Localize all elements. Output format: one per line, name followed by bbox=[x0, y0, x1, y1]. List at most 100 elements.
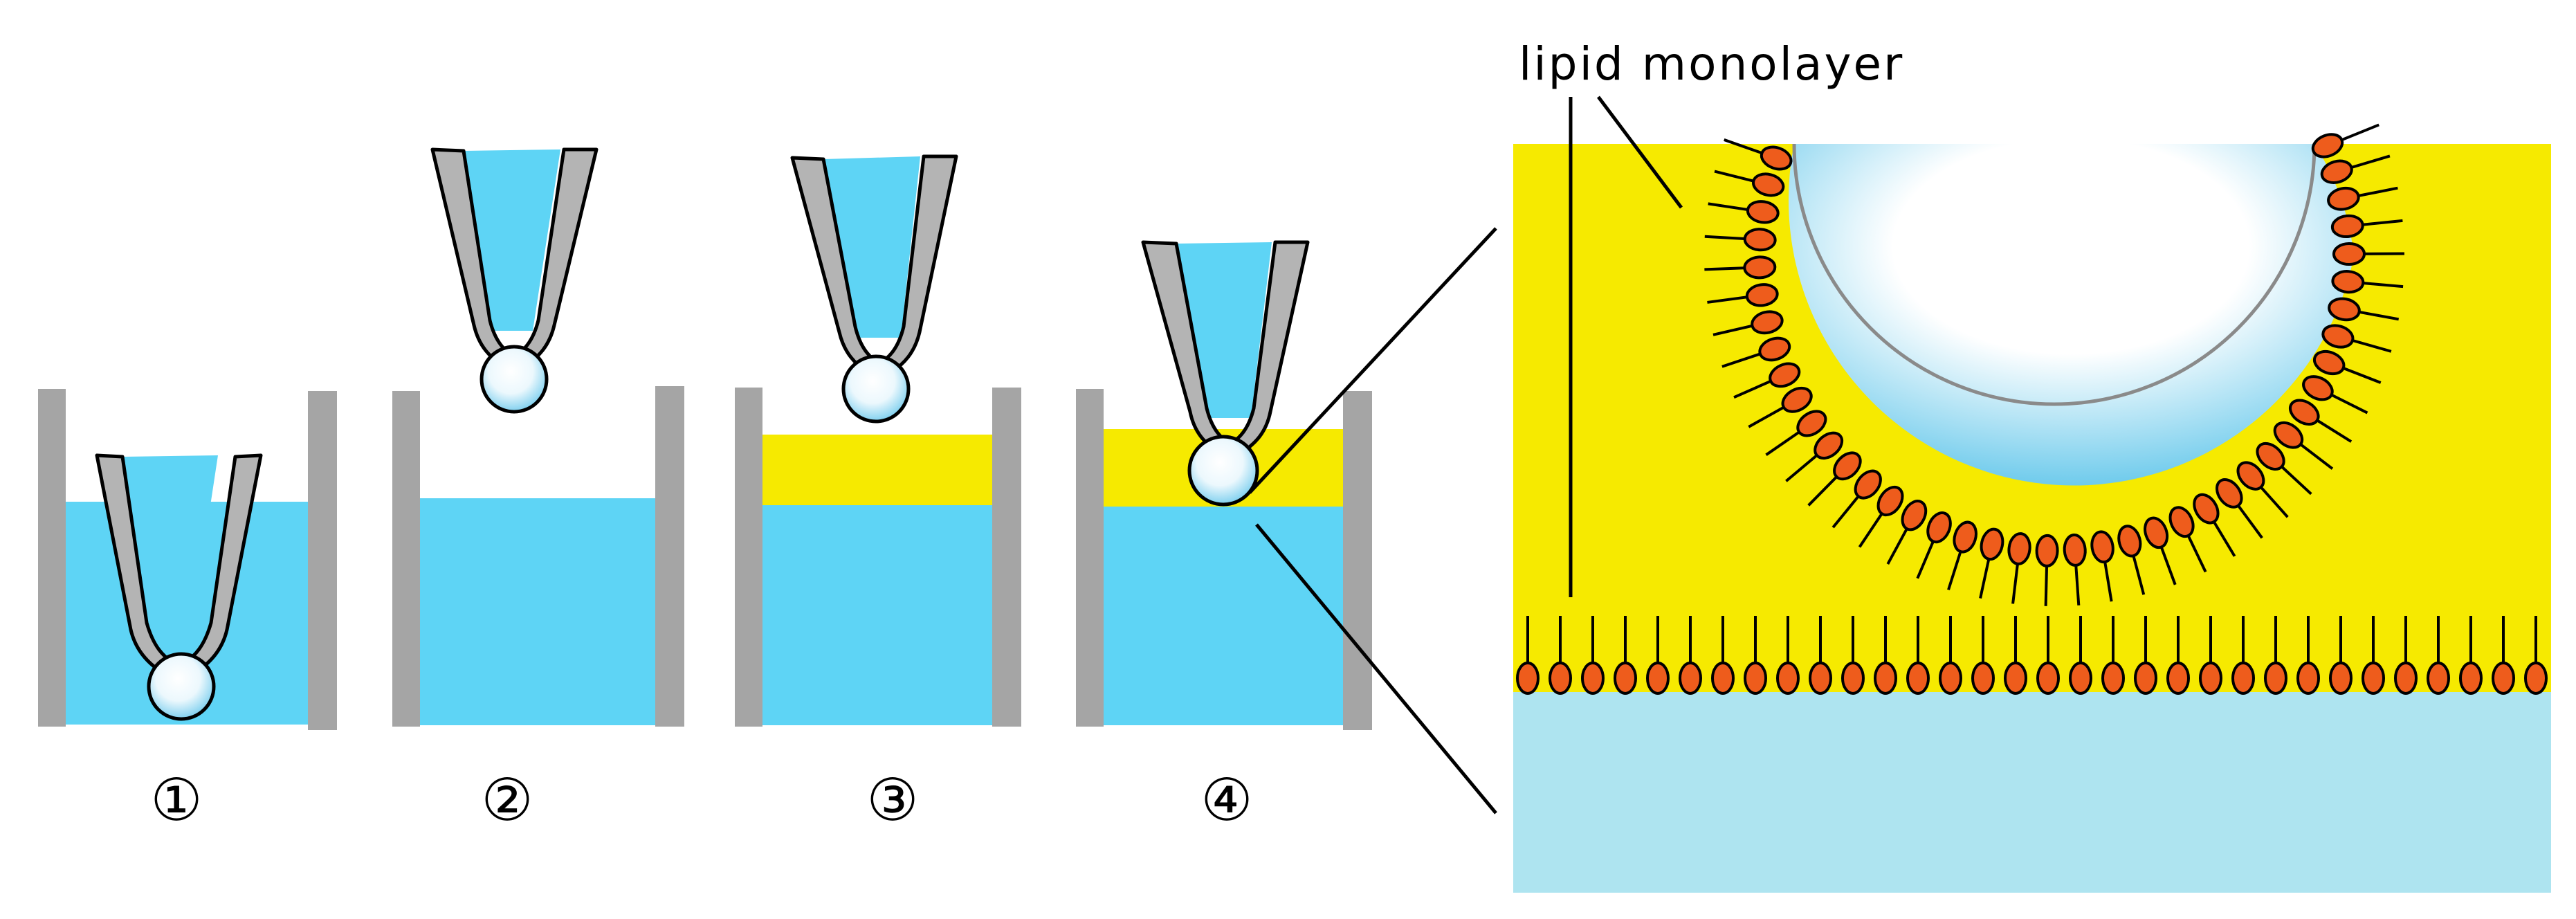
container-right-wall bbox=[655, 386, 684, 727]
lipid-molecule bbox=[1704, 228, 1777, 252]
zoom-line-upper bbox=[1248, 227, 1497, 494]
lipid-molecule bbox=[2256, 442, 2312, 495]
lipid-molecule bbox=[1549, 616, 1572, 695]
lipid-molecule bbox=[1733, 362, 1801, 399]
step-label-2: ② bbox=[481, 766, 533, 834]
lipid-molecule bbox=[2199, 616, 2222, 695]
lipid-molecule bbox=[2004, 616, 2027, 695]
lipid-molecule bbox=[1776, 616, 1800, 695]
lipid-molecule bbox=[1979, 527, 2004, 599]
lipid-molecule bbox=[2090, 530, 2114, 602]
lipid-molecule bbox=[2231, 616, 2255, 695]
lipid-molecule bbox=[2069, 616, 2092, 695]
lipid-molecule bbox=[1807, 451, 1862, 507]
lipid-molecule bbox=[2362, 616, 2385, 695]
lipid-molecule bbox=[2331, 270, 2404, 294]
lipid-molecule bbox=[2524, 616, 2548, 695]
lipid-molecule bbox=[1841, 616, 1865, 695]
pipette bbox=[430, 147, 599, 367]
lipid-molecule bbox=[1704, 255, 1777, 280]
lipid-molecule bbox=[2288, 399, 2353, 443]
lipid-molecule bbox=[2327, 186, 2398, 211]
label-leader-diagonal bbox=[1597, 95, 1683, 209]
droplet-lipid-monolayer bbox=[1704, 123, 2405, 606]
lipid-molecule bbox=[1679, 616, 1702, 695]
step-4-panel bbox=[1076, 240, 1372, 730]
pipette bbox=[95, 453, 263, 673]
zoom-panel bbox=[1513, 123, 2551, 893]
water-layer bbox=[420, 498, 655, 725]
lipid-molecule bbox=[1831, 469, 1882, 529]
lipid-molecule bbox=[1971, 616, 1995, 695]
lipid-molecule bbox=[2166, 616, 2190, 695]
droplet bbox=[147, 652, 216, 721]
step-1-panel bbox=[38, 389, 337, 730]
lipid-molecule bbox=[2332, 242, 2405, 266]
lipid-molecule bbox=[1708, 200, 1780, 224]
step-label-4: ④ bbox=[1200, 766, 1252, 834]
lipid-molecule bbox=[1886, 500, 1928, 565]
lipid-molecule bbox=[1646, 616, 1670, 695]
zoom-line-lower bbox=[1255, 523, 1497, 815]
lipid-molecule bbox=[1581, 616, 1605, 695]
droplet bbox=[1187, 435, 1259, 507]
lipid-molecule bbox=[1614, 616, 1637, 695]
lipid-molecule bbox=[1947, 520, 1977, 590]
lipid-molecule bbox=[2329, 616, 2353, 695]
lipid-molecule bbox=[2312, 349, 2382, 384]
lipid-molecule bbox=[1874, 616, 1897, 695]
droplet bbox=[479, 345, 549, 414]
oil-layer bbox=[762, 435, 992, 505]
container-left-wall bbox=[1076, 389, 1104, 727]
lipid-molecule bbox=[2193, 493, 2236, 557]
lipid-molecule bbox=[2134, 616, 2157, 695]
lipid-molecule bbox=[1748, 386, 1813, 428]
water-layer bbox=[762, 504, 992, 725]
lipid-molecule bbox=[2264, 616, 2287, 695]
zoom-droplet bbox=[1788, 144, 2354, 486]
lipid-molecule bbox=[2117, 525, 2146, 595]
lipid-molecule bbox=[1809, 616, 1832, 695]
container-right-wall bbox=[992, 388, 1021, 727]
lipid-molecule bbox=[1707, 283, 1779, 307]
lipid-molecule bbox=[1724, 138, 1793, 171]
container-right-wall bbox=[308, 391, 337, 730]
lipid-monolayer-label: lipid monolayer bbox=[1519, 37, 1904, 91]
container-left-wall bbox=[38, 389, 66, 727]
step-label-1: ① bbox=[150, 766, 202, 834]
droplet bbox=[841, 354, 911, 424]
lipid-molecule bbox=[2427, 616, 2450, 695]
lipid-molecule bbox=[2330, 214, 2403, 239]
lipid-molecule bbox=[1785, 431, 1844, 482]
lipid-molecule bbox=[2320, 154, 2391, 184]
lipid-molecule bbox=[1916, 511, 1952, 579]
lipid-molecule bbox=[2216, 478, 2263, 539]
lipid-molecule bbox=[2296, 616, 2320, 695]
container-left-wall bbox=[392, 391, 420, 727]
lipid-molecule bbox=[1712, 310, 1784, 336]
lipid-molecule bbox=[2394, 616, 2418, 695]
lipid-molecule bbox=[1721, 336, 1791, 368]
container-left-wall bbox=[735, 388, 762, 727]
lipid-molecule bbox=[1939, 616, 1962, 695]
lipid-molecule bbox=[1711, 616, 1735, 695]
lipid-molecule bbox=[2007, 532, 2031, 604]
lipid-molecule bbox=[2236, 461, 2289, 518]
lipid-molecule bbox=[1516, 616, 1540, 695]
step-3-panel bbox=[735, 154, 1021, 727]
lipid-molecule bbox=[2144, 516, 2177, 585]
pipette bbox=[1141, 240, 1310, 454]
lipid-molecule bbox=[2036, 616, 2060, 695]
lipid-molecule bbox=[2168, 506, 2207, 573]
zoom-droplet-outline bbox=[1792, 143, 2317, 406]
lipid-molecule bbox=[2459, 616, 2483, 695]
lipid-molecule bbox=[2101, 616, 2125, 695]
lipid-molecule bbox=[2321, 324, 2392, 353]
lipid-molecule bbox=[2273, 421, 2334, 470]
lipid-molecule bbox=[1744, 616, 1767, 695]
lipid-molecule bbox=[1765, 410, 1827, 456]
lipid-molecule bbox=[2492, 616, 2515, 695]
lipid-molecule bbox=[1714, 170, 1785, 197]
